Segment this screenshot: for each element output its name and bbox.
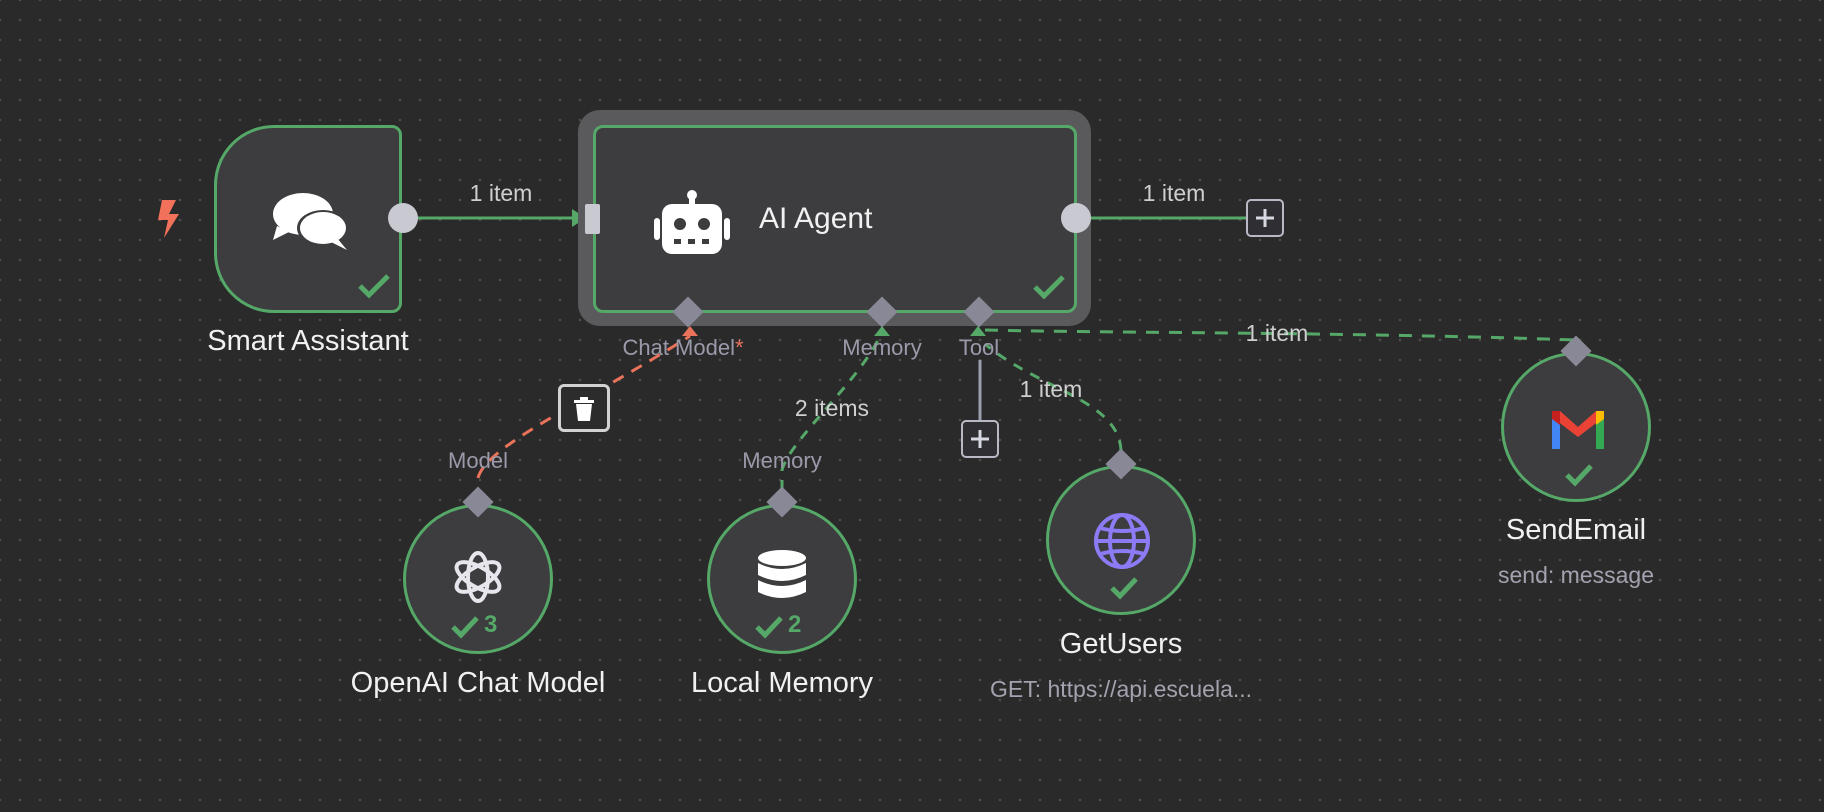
memory-node-port-label: Memory bbox=[742, 448, 822, 473]
ai-agent-input-port[interactable] bbox=[585, 204, 600, 234]
success-check-icon bbox=[451, 616, 479, 639]
chat-model-label-text: Chat Model bbox=[622, 335, 735, 360]
success-check-icon bbox=[1033, 275, 1065, 300]
chat-model-port-label: Chat Model* bbox=[622, 335, 743, 361]
smart-assistant-node[interactable] bbox=[214, 125, 402, 313]
trigger-output-port[interactable] bbox=[388, 203, 418, 233]
success-check-icon bbox=[755, 616, 783, 639]
chat-bubbles-icon bbox=[273, 193, 349, 250]
success-check-icon bbox=[1110, 577, 1138, 600]
getusers-node[interactable] bbox=[1046, 465, 1196, 615]
robot-icon bbox=[654, 190, 730, 254]
edge-label-memory: 2 items bbox=[794, 395, 870, 421]
arrow-tip-memory bbox=[874, 326, 890, 336]
success-check-icon bbox=[1565, 464, 1593, 487]
edge-label-getusers: 1 item bbox=[1019, 376, 1083, 402]
success-check-icon bbox=[358, 274, 390, 299]
sendemail-node[interactable] bbox=[1501, 352, 1651, 502]
edge-getusers-to-tool[interactable] bbox=[984, 342, 1123, 451]
sendemail-title: SendEmail bbox=[1505, 514, 1647, 546]
getusers-subtitle: GET: https://api.escuela... bbox=[989, 676, 1253, 702]
edge-memory-to-agent[interactable] bbox=[780, 335, 882, 490]
database-icon bbox=[758, 550, 806, 598]
trigger-bolt-icon bbox=[158, 200, 179, 238]
edge-label-agent-out: 1 item bbox=[1142, 180, 1206, 206]
openai-title: OpenAI Chat Model bbox=[350, 667, 606, 699]
memory-run-count: 2 bbox=[788, 611, 802, 638]
add-tool-button[interactable] bbox=[961, 420, 999, 458]
arrow-tip-chat-model bbox=[682, 326, 698, 336]
arrow-tip-tool bbox=[970, 326, 986, 336]
local-memory-node[interactable]: 2 bbox=[707, 504, 857, 654]
globe-icon bbox=[1094, 513, 1150, 569]
ai-agent-node[interactable]: AI Agent bbox=[593, 125, 1077, 313]
openai-port-label: Model bbox=[448, 448, 508, 473]
delete-connection-button[interactable] bbox=[558, 384, 610, 432]
openai-logo-icon bbox=[454, 551, 502, 603]
openai-chat-model-node[interactable]: 3 bbox=[403, 504, 553, 654]
add-node-button[interactable] bbox=[1246, 199, 1284, 237]
gmail-icon bbox=[1552, 411, 1604, 449]
edge-openai-to-chat-model[interactable] bbox=[476, 334, 691, 479]
required-marker: * bbox=[734, 335, 744, 360]
edge-sendemail-to-tool[interactable] bbox=[984, 328, 1577, 342]
ai-agent-output-port[interactable] bbox=[1061, 203, 1091, 233]
openai-run-count: 3 bbox=[484, 611, 498, 638]
tool-port-label: Tool bbox=[958, 335, 1000, 360]
getusers-title: GetUsers bbox=[1059, 628, 1183, 660]
memory-port-label: Memory bbox=[842, 335, 922, 360]
edge-label-trigger-agent: 1 item bbox=[469, 180, 533, 206]
local-memory-title: Local Memory bbox=[690, 667, 874, 699]
smart-assistant-title: Smart Assistant bbox=[207, 325, 409, 357]
trash-icon bbox=[574, 397, 594, 421]
edge-label-sendemail: 1 item bbox=[1245, 320, 1309, 346]
ai-agent-title: AI Agent bbox=[759, 202, 873, 235]
sendemail-subtitle: send: message bbox=[1498, 562, 1654, 588]
